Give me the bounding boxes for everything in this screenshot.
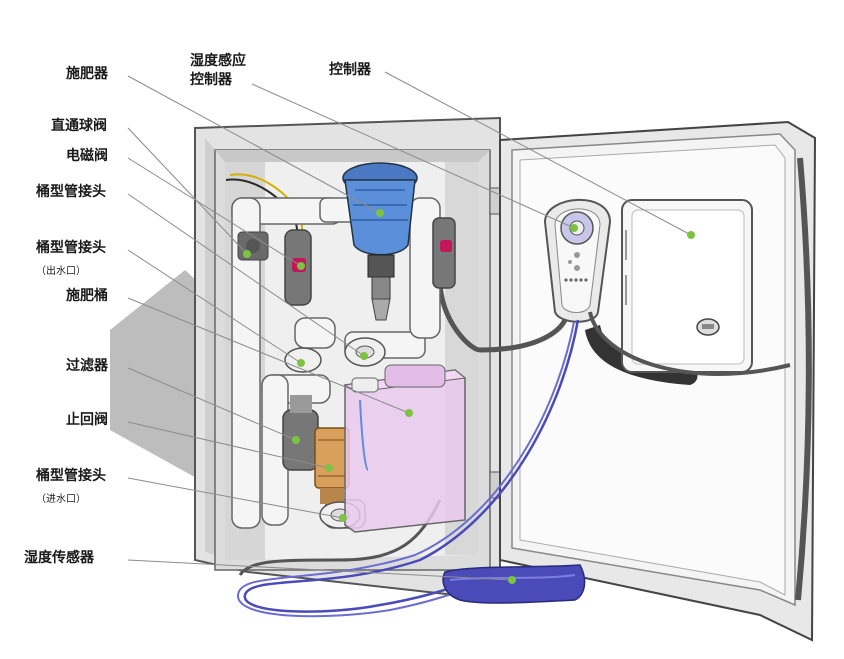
label-humidity-sensor: 湿度传感器: [24, 550, 94, 566]
marker-dot: [570, 224, 578, 232]
marker-dot: [376, 209, 384, 217]
label-barrel-fitting-1: 桶型管接头: [36, 184, 106, 200]
label-humidity-controller-line1: 湿度感应: [190, 53, 246, 69]
label-solenoid-valve: 电磁阀: [66, 148, 108, 164]
label-barrel-fitting-2: 桶型管接头: [36, 240, 106, 256]
marker-dot: [297, 359, 305, 367]
marker-dot: [339, 514, 347, 522]
marker-dot: [360, 352, 368, 360]
humidity-controller-device: [543, 198, 612, 323]
label-humidity-controller: 湿度感应 控制器: [190, 52, 246, 90]
marker-dot: [243, 250, 251, 258]
marker-dot: [687, 231, 695, 239]
marker-dot: [508, 576, 516, 584]
fertilizer-injector-device: [342, 162, 418, 321]
label-barrel-fitting-3: 桶型管接头: [36, 468, 106, 484]
marker-dot: [297, 262, 305, 270]
fertilizer-tank-device: [343, 364, 467, 533]
label-filter: 过滤器: [66, 358, 108, 374]
marker-dot: [325, 464, 333, 472]
label-ball-valve: 直通球阀: [51, 118, 107, 134]
marker-dots: [243, 209, 695, 584]
label-outlet-note: （出水口）: [36, 266, 86, 277]
marker-dot: [292, 436, 300, 444]
key-lock-icon: [696, 318, 720, 336]
check-valve-device: [314, 427, 350, 504]
barrel-fitting-outlet: [344, 337, 386, 367]
label-fertilizer-injector: 施肥器: [66, 66, 108, 82]
label-inlet-note: （进水口）: [36, 494, 86, 505]
right-ball-valve: [432, 217, 456, 289]
label-controller: 控制器: [329, 62, 371, 78]
label-check-valve: 止回阀: [66, 412, 108, 428]
label-fertilizer-tank: 施肥桶: [66, 288, 108, 304]
humidity-sensor-device: [442, 564, 586, 604]
leader-lines: [127, 71, 692, 581]
marker-dot: [405, 409, 413, 417]
label-humidity-controller-line2: 控制器: [190, 72, 232, 88]
